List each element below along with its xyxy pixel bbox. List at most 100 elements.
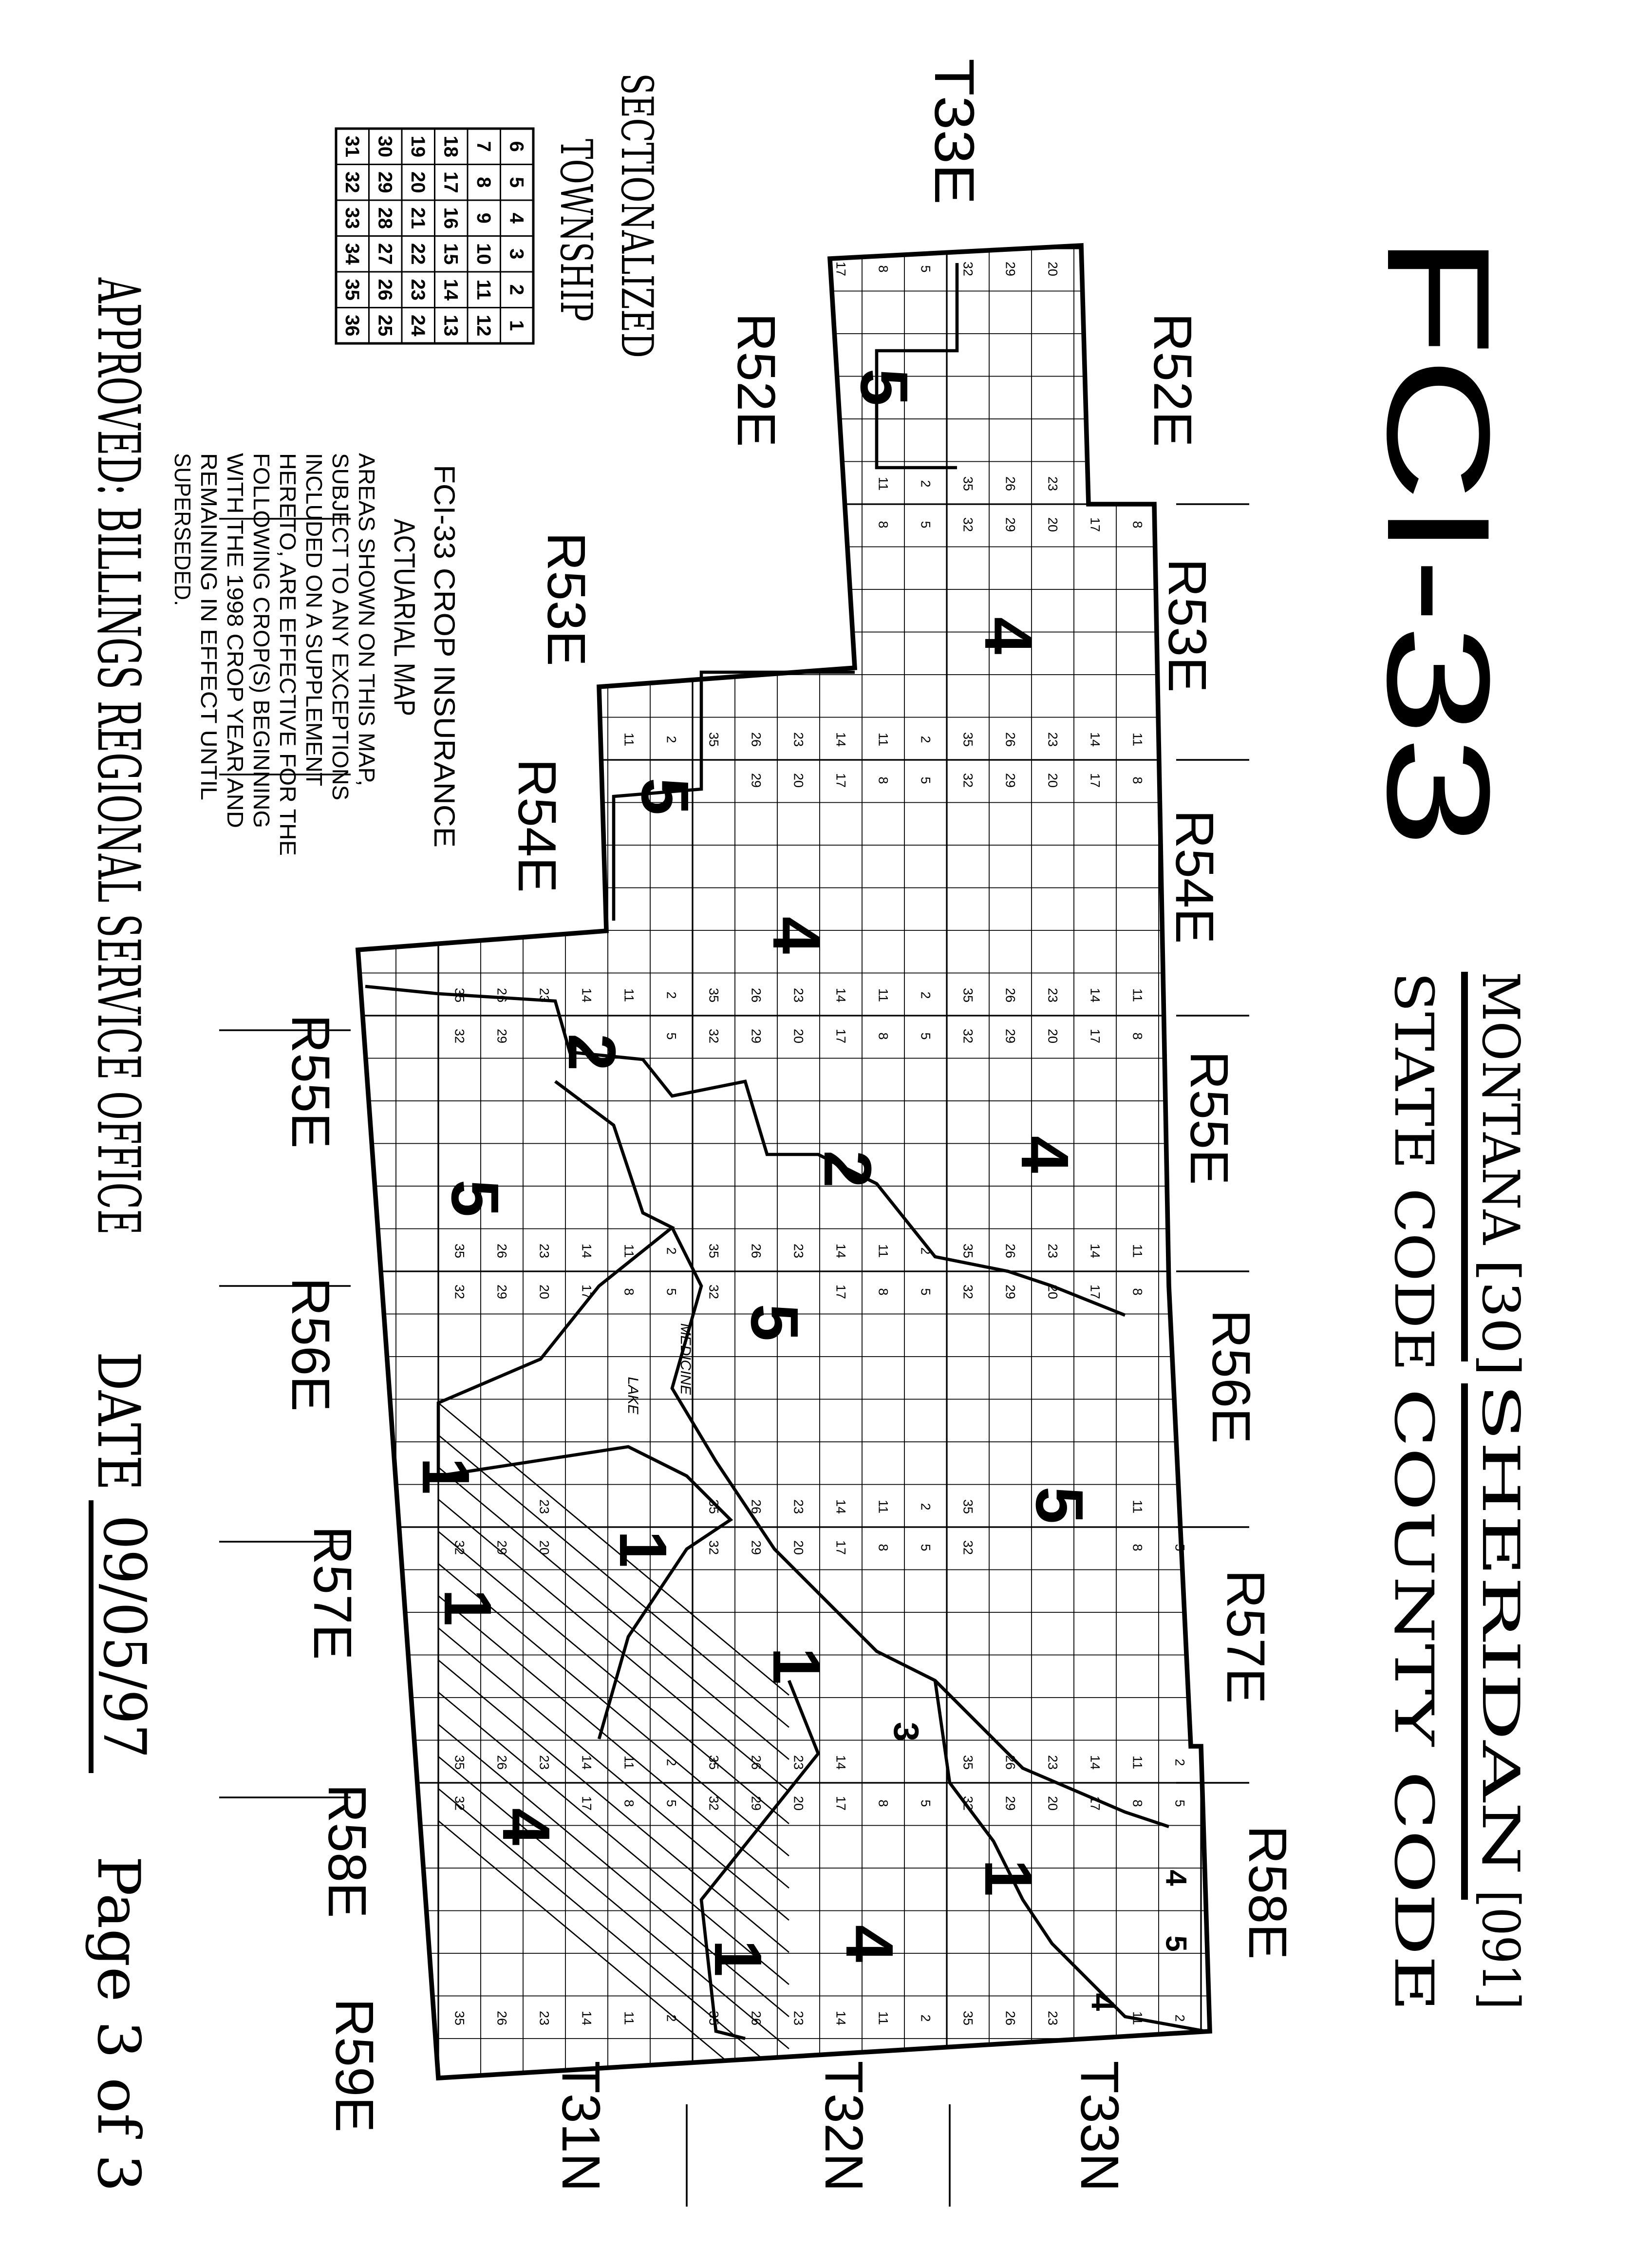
section-number: 35 [961, 988, 976, 1002]
section-number: 5 [664, 1288, 679, 1295]
place-name-medicine: MEDICINE [677, 1323, 694, 1396]
section-number: 32 [961, 1029, 976, 1043]
section-number: 23 [791, 732, 806, 747]
section-number: 35 [961, 1755, 976, 1770]
section-number: 14 [580, 1244, 594, 1258]
section-number: 8 [876, 1799, 891, 1807]
section-number: 35 [707, 1755, 721, 1770]
section-number: 29 [749, 1796, 764, 1811]
range-label: R53E [1157, 558, 1217, 692]
section-number: 23 [791, 2011, 806, 2025]
legend-section-number: 16 [440, 208, 461, 229]
section-number: 26 [495, 988, 509, 1002]
range-label: R52E [1143, 313, 1202, 447]
note-line: AREAS SHOWN ON THIS MAP, [354, 453, 379, 786]
section-number: 35 [961, 2011, 976, 2025]
section-number: 2 [664, 2014, 679, 2021]
section-number: 23 [1046, 476, 1060, 491]
section-number: 26 [749, 1244, 764, 1258]
zone-label: 4 [971, 617, 1046, 655]
range-label: R54E [1164, 810, 1224, 944]
section-number: 11 [876, 477, 891, 491]
zone-boundary [670, 1227, 1170, 1829]
section-number: 35 [707, 732, 721, 747]
legend-section-number: 31 [341, 136, 363, 158]
zone-boundary [438, 1445, 733, 1739]
section-number: 8 [876, 776, 891, 784]
legend-section-number: 21 [407, 208, 429, 229]
section-number: 2 [664, 1247, 679, 1254]
section-number: 23 [537, 2011, 552, 2025]
section-number: 32 [452, 1029, 467, 1043]
section-number: 5 [919, 521, 933, 528]
section-number: 8 [1130, 1032, 1145, 1039]
wildlife-refuge-hatching [438, 1402, 789, 2078]
section-number: 26 [1003, 1755, 1018, 1770]
range-label: R55E [281, 1014, 340, 1148]
legend-section-number: 25 [374, 315, 395, 337]
hatch-line [438, 1563, 789, 1857]
section-number: 17 [834, 1285, 848, 1299]
zone-label: 4 [1160, 1870, 1193, 1886]
section-number: 17 [580, 1796, 594, 1811]
date-value: 09/05/97 [90, 1515, 158, 1758]
zone-boundary [436, 1080, 676, 1476]
section-number: 2 [919, 1503, 933, 1510]
hatch-line [438, 1595, 789, 1889]
section-number: 17 [834, 262, 848, 276]
zone-label: 5 [627, 778, 702, 815]
zone-label: 1 [430, 1589, 505, 1626]
zone-label: 4 [832, 1925, 907, 1963]
section-number: 35 [961, 1499, 976, 1514]
legend-section-number: 14 [440, 279, 461, 301]
map-title: FCI-33 [1357, 234, 1521, 848]
section-number: 26 [749, 732, 764, 747]
section-number: 26 [1003, 732, 1018, 747]
hatch-line [438, 1627, 789, 1921]
note-subtitle: ACTUARIAL MAP [388, 519, 421, 716]
zone-label: 1 [605, 1530, 680, 1568]
state-divider [1461, 972, 1468, 1361]
section-number: 8 [1130, 521, 1145, 528]
section-number: 23 [791, 988, 806, 1002]
legend-section-number: 1 [506, 320, 527, 331]
legend-section-number: 6 [506, 141, 527, 152]
legend-section-number: 8 [473, 177, 494, 188]
legend-section-number: 23 [407, 279, 429, 301]
section-number: 23 [537, 1755, 552, 1770]
section-number: 8 [1130, 1544, 1145, 1551]
section-number: 23 [537, 988, 552, 1002]
section-number: 20 [791, 1540, 806, 1555]
section-number: 23 [791, 1499, 806, 1514]
section-number: 26 [749, 1499, 764, 1514]
range-label: R52E [726, 313, 786, 447]
note-line: SUPERSEDED. [170, 453, 195, 606]
section-number: 35 [707, 1499, 721, 1514]
section-number: 26 [495, 2011, 509, 2025]
date-label: DATE [84, 1352, 152, 1491]
section-number: 35 [707, 2011, 721, 2025]
section-number: 35 [452, 988, 467, 1002]
legend-section-number: 5 [506, 177, 527, 188]
sectionalized-township-grid: 6543217891011121817161514131920212223243… [335, 127, 535, 345]
section-number: 14 [834, 1244, 848, 1258]
section-number: 35 [961, 476, 976, 491]
section-number: 20 [1046, 1029, 1060, 1043]
section-number: 26 [749, 1755, 764, 1770]
section-number: 17 [834, 1796, 848, 1811]
section-number: 11 [622, 733, 637, 746]
legend-section-number: 33 [341, 208, 363, 229]
hatch-line [438, 1498, 789, 1793]
legend-section-number: 13 [440, 315, 461, 337]
legend-section-number: 10 [473, 243, 494, 265]
section-number: 11 [622, 1756, 637, 1769]
section-number: 29 [1003, 517, 1018, 532]
legend-section-number: 11 [473, 280, 494, 300]
section-number: 32 [961, 1540, 976, 1555]
zone-label: 5 [1160, 1935, 1193, 1951]
section-number: 23 [791, 1244, 806, 1258]
section-number: 2 [919, 991, 933, 999]
legend-section-number: 7 [473, 141, 494, 152]
place-name-lake: LAKE [625, 1377, 641, 1415]
